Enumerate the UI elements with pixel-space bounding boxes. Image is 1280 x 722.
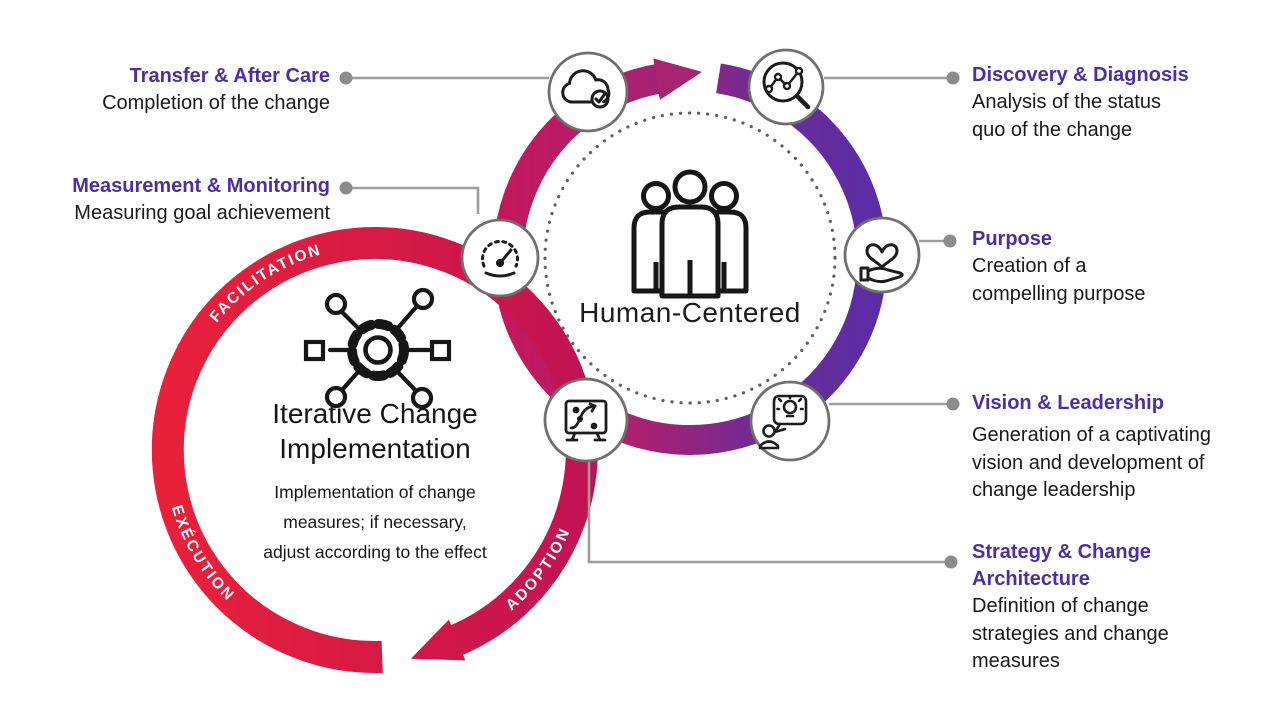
connector-dots [339, 71, 960, 569]
dot-strategy [944, 555, 958, 569]
cloud-check-icon [547, 51, 629, 133]
dot-measurement [339, 181, 353, 195]
person-idea-bubble-icon [749, 380, 831, 462]
iteration-ring [151, 227, 598, 673]
dot-transfer [339, 71, 353, 85]
strategy-board-icon [543, 377, 629, 463]
dot-vision [946, 397, 960, 411]
dot-discovery [946, 71, 960, 85]
iterative-change-desc: Implementation of change measures; if ne… [250, 477, 500, 567]
magnifier-chart-icon [747, 48, 825, 126]
iterative-title-line2: Implementation [279, 433, 471, 464]
dot-purpose [943, 234, 957, 248]
vision-desc: Generation of a captivating vision and d… [972, 424, 1212, 501]
transfer-desc: Completion of the change [102, 92, 330, 114]
label-measurement-monitoring: Measurement & Monitoring Measuring goal … [72, 173, 330, 228]
vision-title: Vision & Leadership [972, 392, 1164, 414]
human-centered-label: Human-Centered [579, 297, 801, 328]
connector-lines [346, 76, 950, 564]
iterative-desc-line1: Implementation of change [274, 482, 476, 502]
label-discovery-diagnosis: Discovery & Diagnosis Analysis of the st… [972, 62, 1189, 144]
people-group-icon [631, 169, 749, 299]
human-centered-ring [493, 58, 887, 455]
gear-network-icon [303, 287, 452, 410]
connector-strategy [587, 461, 948, 564]
discovery-desc: Analysis of the status quo of the change [972, 91, 1161, 141]
purpose-desc: Creation of a compelling purpose [972, 255, 1146, 305]
label-purpose: Purpose Creation of a compelling purpose [972, 226, 1167, 308]
transfer-title: Transfer & After Care [129, 65, 330, 87]
hand-heart-icon [843, 216, 921, 294]
iterative-change-title: Iterative Change Implementation [245, 396, 505, 466]
label-transfer-after-care: Transfer & After Care Completion of the … [102, 63, 330, 118]
iterative-desc-line2: measures; if necessary, [283, 512, 467, 532]
label-strategy-architecture: Strategy & Change Architecture Definitio… [972, 539, 1197, 676]
iterative-title-line1: Iterative Change [272, 398, 478, 429]
connector-measurement [346, 186, 480, 214]
purpose-title: Purpose [972, 228, 1053, 250]
measurement-desc: Measuring goal achievement [74, 202, 330, 224]
strategy-title: Strategy & Change Architecture [972, 541, 1151, 590]
gauge-icon [460, 218, 540, 298]
discovery-title: Discovery & Diagnosis [972, 64, 1189, 86]
iterative-desc-line3: adjust according to the effect [263, 542, 487, 562]
measurement-title: Measurement & Monitoring [72, 175, 330, 197]
arc-label-facilitation: FACILITATION [207, 241, 324, 325]
strategy-desc: Definition of change strategies and chan… [972, 595, 1169, 672]
label-vision-leadership: Vision & Leadership Generation of a capt… [972, 390, 1244, 505]
dotted-inner-circle [543, 111, 837, 405]
